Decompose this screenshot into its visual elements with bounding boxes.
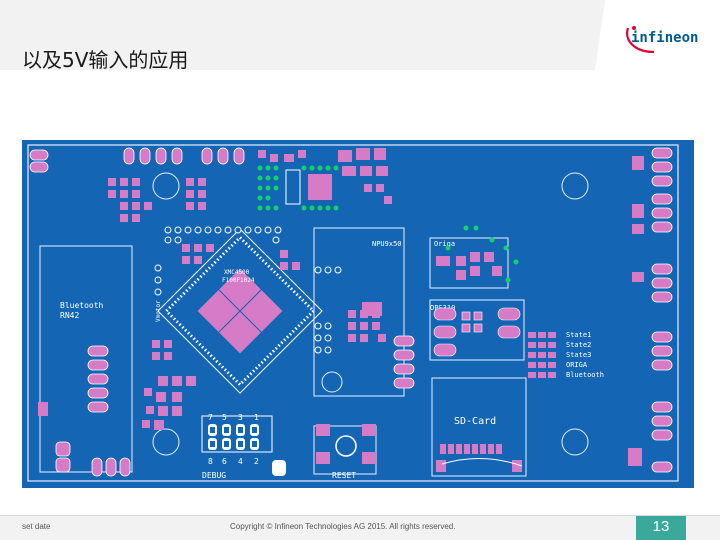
pcb-board-image: Bluetooth RN42 [22, 140, 694, 488]
sdcard-arc [441, 458, 523, 467]
crystal-outline [285, 169, 301, 205]
label-pin-1: 1 [254, 413, 259, 422]
label-state2: State2 [566, 341, 591, 349]
origa-green-points [445, 225, 519, 283]
logo-text: infineon [631, 30, 698, 46]
slide-title: 以及5V输入的应用 [22, 48, 189, 72]
origa-pads [436, 252, 502, 280]
label-debug: DEBUG [202, 471, 226, 480]
mcu-top-testpoints [154, 226, 342, 354]
debug-connector-pin-holes [210, 427, 257, 447]
sdcard-outline [431, 377, 527, 477]
logo-dot-icon [632, 26, 636, 30]
label-origa: Origa [434, 240, 455, 248]
label-pin-3: 3 [238, 413, 243, 422]
label-npu: NPU9x50 [372, 240, 402, 248]
label-state1: State1 [566, 331, 591, 339]
label-pin-5: 5 [222, 413, 227, 422]
mounting-holes [152, 172, 589, 456]
debug-jumper-pad [272, 460, 286, 476]
label-bluetooth: Bluetooth [60, 301, 104, 310]
label-reset: RESET [332, 471, 356, 480]
label-pin-7: 7 [208, 413, 213, 422]
top-pads-row [123, 147, 245, 165]
logo-swoosh-icon [626, 27, 655, 54]
debug-connector-outline [201, 415, 273, 453]
top-center-pads [338, 148, 392, 204]
infineon-logo: infineon [626, 26, 698, 54]
label-pin-2: 2 [254, 457, 259, 466]
label-pcb-side-text: Vmotor [155, 300, 162, 322]
reset-button-pads [316, 424, 376, 464]
mcu-chip [157, 228, 323, 394]
npu-module-outline [313, 227, 405, 397]
label-origa-led: ORIGA [566, 361, 588, 369]
pcb-outline [27, 144, 679, 482]
label-sdcard: SD-Card [454, 416, 496, 427]
mcu-peripheral-pads [142, 244, 300, 430]
top-left-smd-cluster [108, 150, 306, 222]
origa-module-outline [429, 237, 509, 289]
footer-copyright: Copyright © Infineon Technologies AG 201… [230, 522, 456, 531]
right-smd-pads [628, 156, 644, 466]
label-rn42: RN42 [60, 311, 79, 320]
footer-band [0, 516, 720, 540]
page-number: 13 [652, 518, 670, 535]
page-number-box [636, 516, 686, 540]
label-bluetooth-led: Bluetooth [566, 371, 604, 379]
label-mcu-part: F100F1024 [222, 277, 255, 284]
footer-date: set date [22, 522, 51, 531]
left-edge-pads [29, 149, 131, 477]
label-pin-6: 6 [222, 457, 227, 466]
label-pin-8: 8 [208, 457, 213, 466]
npu-right-pads [393, 335, 415, 389]
right-edge-pads [651, 147, 673, 473]
footer-divider [0, 515, 720, 516]
ops310-module-outline [429, 299, 525, 361]
label-pin-4: 4 [238, 457, 243, 466]
label-state3: State3 [566, 351, 591, 359]
reset-button-outline [313, 425, 377, 475]
ops310-pads [433, 307, 521, 357]
npu-area-pads [348, 302, 386, 342]
green-test-points [257, 165, 339, 211]
left-smd-pad [38, 402, 48, 416]
regulator-pad [308, 174, 332, 200]
pcb-layout: Bluetooth RN42 [22, 140, 694, 488]
label-mcu-name: XMC4500 [224, 269, 250, 276]
sdcard-contact-pads [436, 444, 522, 472]
header-logo-area [595, 0, 720, 70]
bluetooth-module-outline [39, 245, 133, 473]
reset-button-circle [335, 435, 357, 457]
state-led-pads [528, 332, 556, 378]
